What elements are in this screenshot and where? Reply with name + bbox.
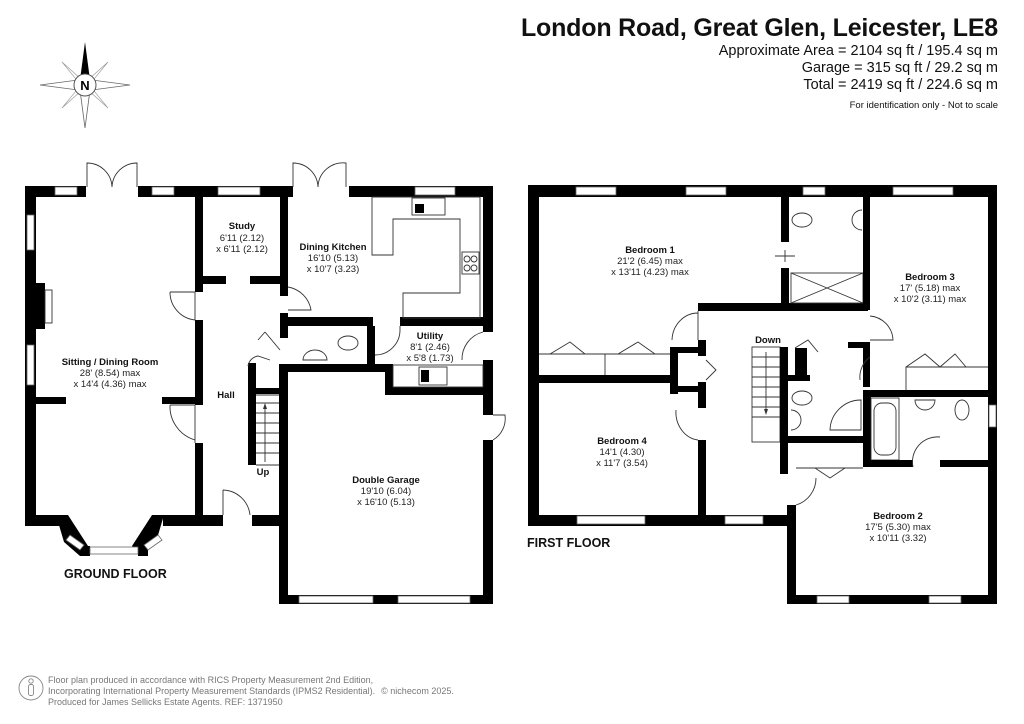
room-label-bedroom-2: Bedroom 2 [873,511,923,522]
room-dim: 14'1 (4.30) [599,447,644,458]
room-dim: x 16'10 (5.13) [357,497,415,508]
total-area: Total = 2419 sq ft / 224.6 sq m [803,77,998,93]
room-dim: 17'5 (5.30) max [865,522,931,533]
room-dim: x 5'8 (1.73) [406,353,453,364]
room-dim: x 10'7 (3.23) [307,264,360,275]
room-label-dining-kitchen: Dining Kitchen [299,242,366,253]
room-dim: x 10'11 (3.32) [869,533,926,544]
room-dim: x 6'11 (2.12) [216,244,268,255]
room-dim: x 14'4 (4.36) max [73,379,146,390]
room-dim: 8'1 (2.46) [410,342,450,353]
compass-label: N [80,78,89,93]
stairs-down-label: Down [755,335,781,346]
footer-line: Incorporating International Property Mea… [48,686,376,696]
room-label-study: Study [229,221,256,232]
person-info-icon [18,675,44,701]
room-label-bedroom-1: Bedroom 1 [625,245,675,256]
footer-line: Produced for James Sellicks Estate Agent… [48,697,283,707]
room-label-bedroom-3: Bedroom 3 [905,272,955,283]
room-dim: 19'10 (6.04) [361,486,411,497]
footer-line: Floor plan produced in accordance with R… [48,675,374,685]
room-label-hall: Hall [217,390,234,401]
header: London Road, Great Glen, Leicester, LE8 … [521,14,998,111]
scale-note: For identification only - Not to scale [849,100,998,111]
room-dim: x 10'2 (3.11) max [894,294,967,305]
room-dim: x 13'11 (4.23) max [611,267,689,278]
room-dim: 21'2 (6.45) max [617,256,683,267]
ground-floor-plan [25,162,506,604]
footer: Floor plan produced in accordance with R… [48,675,454,708]
garage-area: Garage = 315 sq ft / 29.2 sq m [801,60,998,76]
room-label-sitting-dining: Sitting / Dining Room [62,357,159,368]
approximate-area: Approximate Area = 2104 sq ft / 195.4 sq… [718,43,998,59]
room-label-double-garage: Double Garage [352,475,420,486]
room-dim: 17' (5.18) max [900,283,961,294]
stairs-up-label: Up [257,467,270,478]
room-label-utility: Utility [417,331,444,342]
first-floor-plan [528,185,997,604]
ground-floor-label: GROUND FLOOR [64,567,167,581]
room-dim: x 11'7 (3.54) [596,458,648,469]
first-floor-label: FIRST FLOOR [527,536,610,550]
room-dim: 28' (8.54) max [80,368,141,379]
room-label-bedroom-4: Bedroom 4 [597,436,647,447]
room-dim: 16'10 (5.13) [308,253,358,264]
compass-rose-icon: N [39,42,131,129]
room-dim: 6'11 (2.12) [220,233,264,244]
property-title: London Road, Great Glen, Leicester, LE8 [520,14,998,42]
copyright: © nichecom 2025. [381,686,454,696]
